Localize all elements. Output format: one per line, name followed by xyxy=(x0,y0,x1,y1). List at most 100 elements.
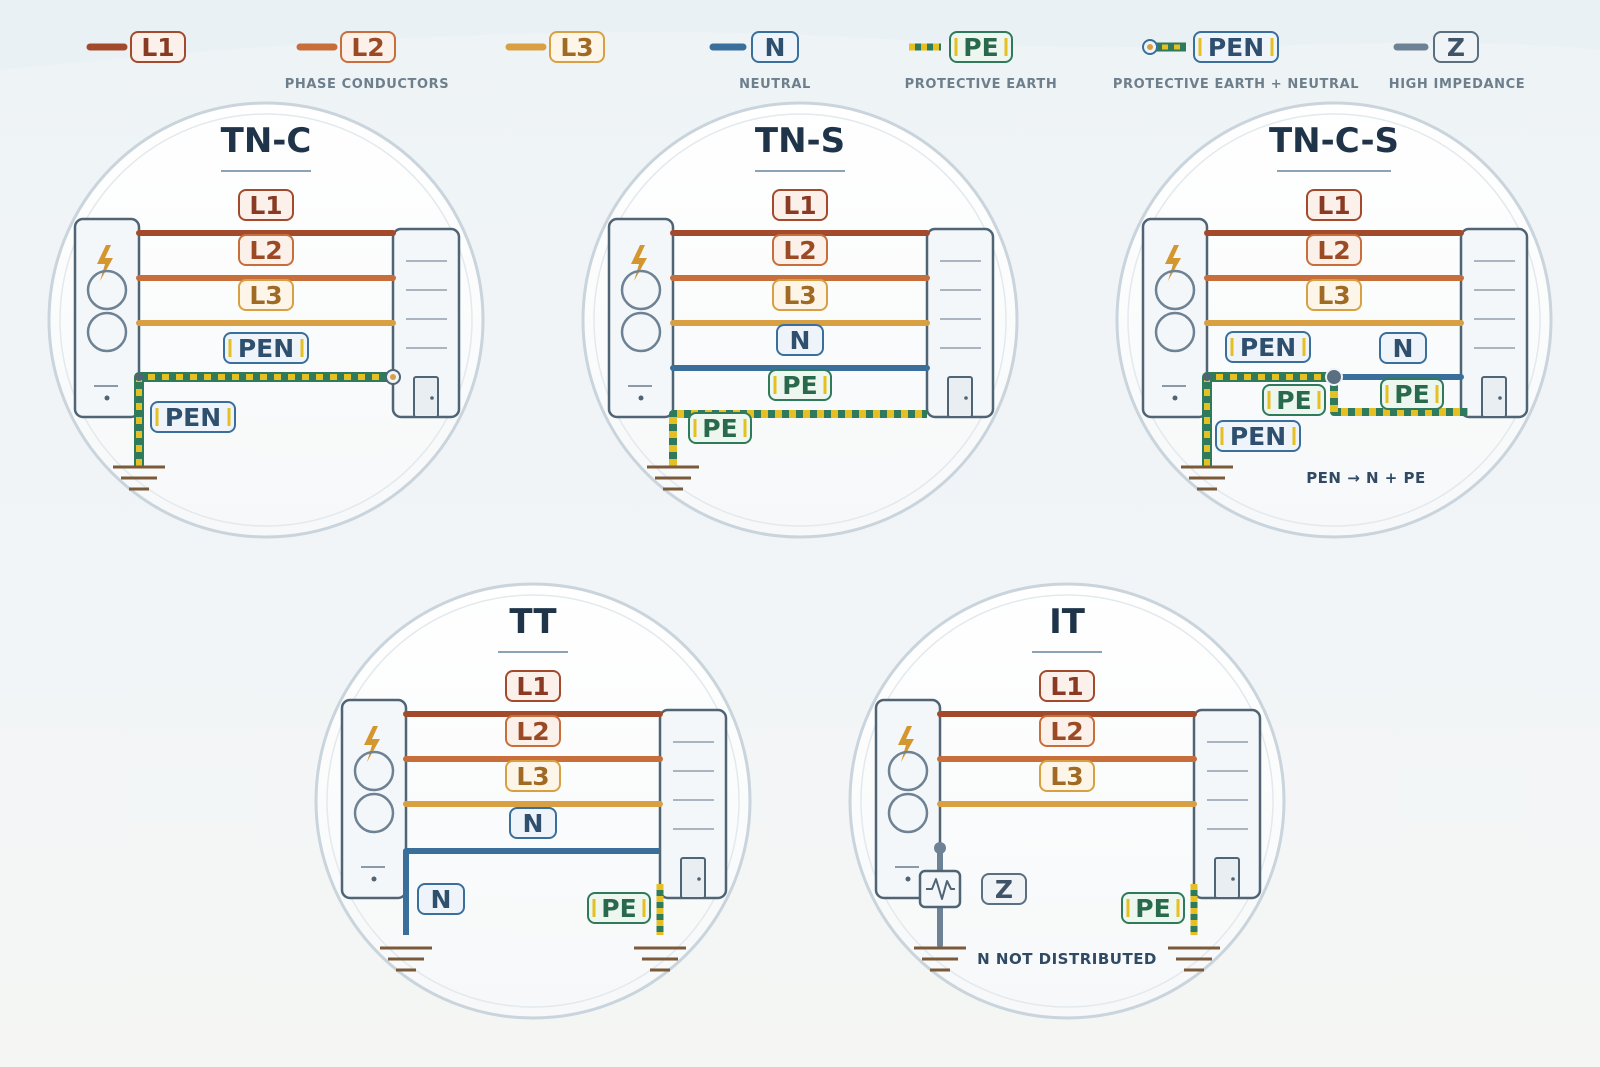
consumer-building xyxy=(658,708,728,900)
l3-tag-label: L3 xyxy=(249,281,282,310)
l3-badge-label: L3 xyxy=(560,33,593,62)
l3-tag-label: L3 xyxy=(1317,281,1350,310)
pe-tag-label: PE xyxy=(1394,380,1429,409)
panel-title: TN-C xyxy=(221,121,312,161)
l2-tag-label: L2 xyxy=(1317,236,1350,265)
pen-tag-label: PEN xyxy=(238,334,294,363)
pe-down-tag xyxy=(688,412,752,444)
cabinet-screw xyxy=(638,395,644,401)
transformer-coil-icon xyxy=(1154,269,1196,311)
pe-tag xyxy=(1380,378,1444,410)
ground-symbol xyxy=(113,465,165,491)
l1-tag xyxy=(1306,189,1362,221)
lightning-bolt-icon xyxy=(364,726,380,762)
legend-item-pe: PE xyxy=(909,31,1013,63)
door-knob xyxy=(1498,396,1502,400)
pen-badge xyxy=(1193,31,1279,63)
transformer-coil-icon xyxy=(86,311,128,353)
l2-badge xyxy=(340,31,396,63)
l1-tag xyxy=(1039,670,1095,702)
l2-tag xyxy=(238,234,294,266)
pen-tag-label: PEN xyxy=(1240,333,1296,362)
pen-junction-core xyxy=(1147,44,1153,50)
legend-item-l1: L1 xyxy=(86,31,186,63)
pe-tag-label: PE xyxy=(782,371,817,400)
pen-tag xyxy=(1225,331,1311,363)
lightning-bolt-icon xyxy=(898,726,914,762)
cabinet-screw xyxy=(104,395,110,401)
legend: L1 L2 PHASE CONDUCTORS L3 N NEUTRAL xyxy=(86,31,1526,92)
l1-tag xyxy=(772,189,828,221)
l1-tag-label: L1 xyxy=(516,672,549,701)
panel-disc-inner-ring xyxy=(593,113,1007,527)
l1-tag-label: L1 xyxy=(249,191,282,220)
transformer-coil-icon xyxy=(1154,311,1196,353)
pen-terminal-core xyxy=(390,374,396,380)
n-tag xyxy=(776,324,824,356)
pe-tag-label: PE xyxy=(1276,386,1311,415)
pe-tag xyxy=(768,369,832,401)
panel-disc-inner-ring xyxy=(59,113,473,527)
lightning-bolt-icon xyxy=(1165,245,1181,281)
l3-badge xyxy=(549,31,605,63)
l2-tag-label: L2 xyxy=(783,236,816,265)
panel-title: IT xyxy=(1049,602,1086,642)
door-icon xyxy=(413,376,439,418)
high-impedance-caption: HIGH IMPEDANCE xyxy=(1389,77,1526,92)
ground-symbol xyxy=(647,465,699,491)
split-junction-dot xyxy=(1325,368,1343,386)
pen-junction-dot xyxy=(135,373,143,381)
pe-conductor-stripes xyxy=(669,410,927,466)
panel-disc-inner-ring xyxy=(1127,113,1541,527)
source-transformer xyxy=(73,217,141,419)
lightning-bolt-icon xyxy=(631,245,647,281)
pe-tag xyxy=(1262,384,1326,416)
panel-title: TT xyxy=(509,602,557,642)
panel-tn-s: TN-S L1 L2 L3 N xyxy=(581,101,1019,539)
consumer-building xyxy=(1459,227,1529,419)
cabinet-screw xyxy=(371,876,377,882)
l3-tag xyxy=(1306,279,1362,311)
pe-down-tag xyxy=(1121,892,1185,924)
transformer-coil-icon xyxy=(620,269,662,311)
pen-down-tag xyxy=(1215,420,1301,452)
source-transformer xyxy=(607,217,675,419)
pe-down-tag-label: PE xyxy=(702,414,737,443)
neutral-caption: NEUTRAL xyxy=(739,77,811,92)
pe-down-tag xyxy=(587,892,651,924)
l2-tag xyxy=(1306,234,1362,266)
legend-item-l2: L2 xyxy=(296,31,396,63)
pe-badge xyxy=(949,31,1013,63)
z-tag-label: Z xyxy=(995,875,1013,904)
n-tag-label: N xyxy=(1393,334,1414,363)
legend-item-z: Z xyxy=(1393,31,1479,63)
n-tag-label: N xyxy=(523,809,544,838)
background-wave xyxy=(0,0,1600,70)
panel-tn-c: TN-C L1 L2 L3 xyxy=(47,101,485,539)
door-icon xyxy=(1214,857,1240,899)
n-tag-label: N xyxy=(790,326,811,355)
l3-tag xyxy=(772,279,828,311)
cabinet-screw xyxy=(1172,395,1178,401)
consumer-building xyxy=(391,227,461,419)
ground-symbol-consumer xyxy=(634,946,686,972)
consumer-building xyxy=(925,227,995,419)
pe-down-tag-label: PE xyxy=(601,894,636,923)
panel-tn-c-s: TN-C-S L1 L2 L3 xyxy=(1115,101,1553,539)
l2-tag xyxy=(505,715,561,747)
door-icon xyxy=(1481,376,1507,418)
l1-tag-label: L1 xyxy=(1050,672,1083,701)
source-transformer xyxy=(874,698,942,900)
l1-badge-label: L1 xyxy=(141,33,174,62)
door-icon xyxy=(947,376,973,418)
l1-tag-label: L1 xyxy=(1317,191,1350,220)
consumer-building xyxy=(1192,708,1262,900)
pe-down-tag-label: PE xyxy=(1135,894,1170,923)
pe-conductor-stripes xyxy=(1330,377,1468,416)
n-down-tag xyxy=(417,883,465,915)
n-tag xyxy=(1379,332,1427,364)
transformer-cabinet xyxy=(1141,217,1209,419)
door-knob xyxy=(430,396,434,400)
z-badge xyxy=(1433,31,1479,63)
